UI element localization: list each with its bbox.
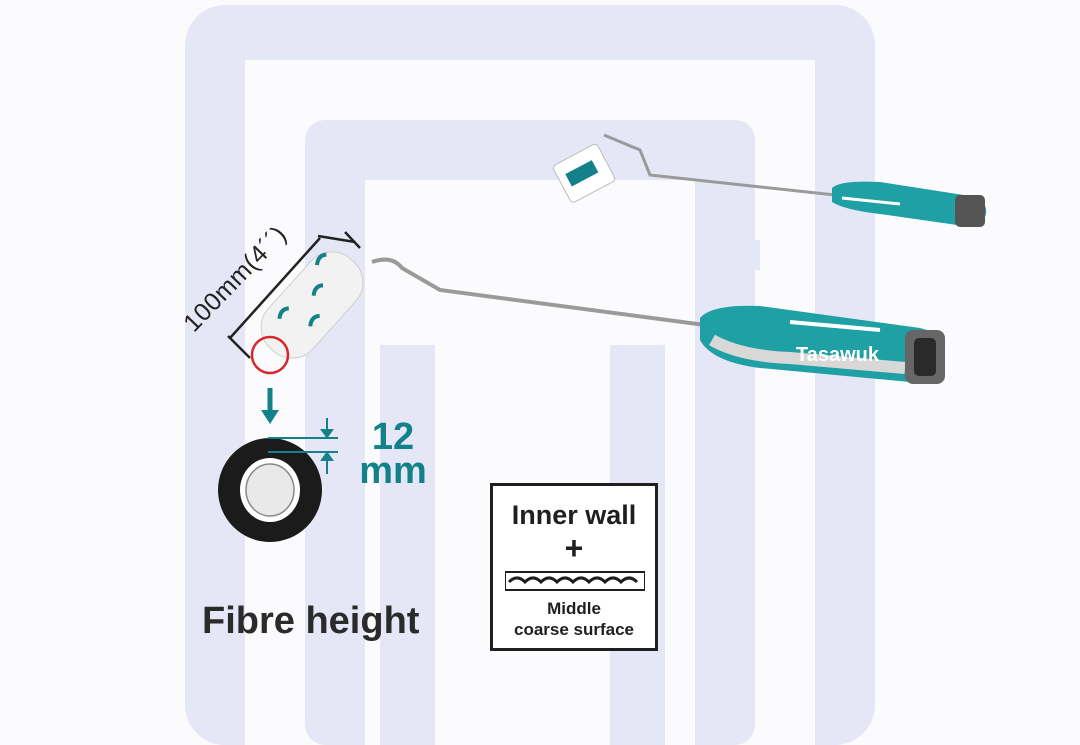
badge-title: Inner wall — [511, 500, 637, 530]
fibre-size: 12 mm — [348, 416, 438, 492]
dimension-bracket — [227, 231, 361, 359]
fibre-size-value: 12 — [371, 416, 415, 458]
fibre-size-unit: mm — [359, 450, 427, 492]
roller-cover — [250, 251, 364, 375]
coarse-surface-icon — [505, 571, 645, 591]
height-indicator — [268, 418, 338, 474]
handle-grip — [700, 305, 945, 384]
down-arrow-icon — [261, 388, 279, 424]
badge-description-line1: Middle — [547, 599, 601, 618]
fibre-height-label: Fibre height — [202, 600, 420, 642]
badge-description: Middle coarse surface — [493, 598, 655, 640]
badge-plus: + — [564, 530, 584, 566]
handle-brand-text: Tasawuk — [796, 344, 879, 366]
fibre-ring-icon — [218, 438, 322, 542]
small-roller-icon — [553, 133, 987, 227]
usage-badge: Inner wall + Middle coarse surface — [490, 483, 658, 651]
badge-description-line2: coarse surface — [513, 620, 635, 639]
